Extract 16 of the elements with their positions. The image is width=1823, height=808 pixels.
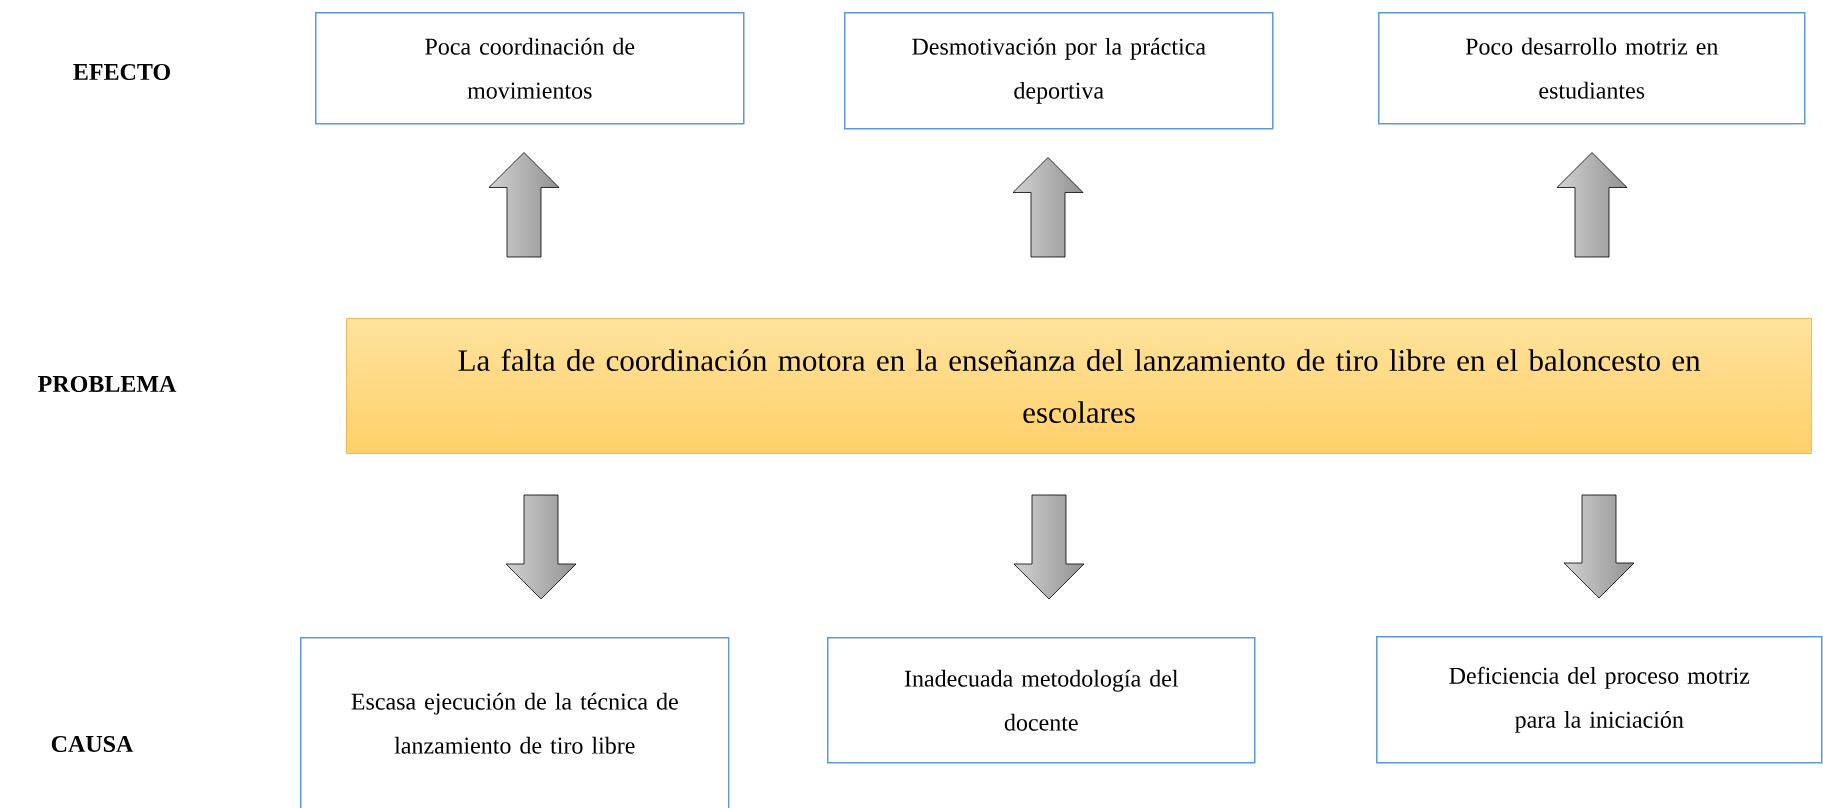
block-arrow [488,152,560,258]
block-arrow [1563,494,1635,599]
text-box: Poco desarrollo motriz en estudiantes [1378,12,1806,125]
text-box: Deficiencia del proceso motriz para la iniciación [1376,636,1823,764]
block-arrow [1556,152,1628,258]
block-arrow [1012,157,1084,258]
problem-box: La falta de coordinación motora en la enseñanza del lanzamiento de tiro libre en el baloncesto en escolares [346,318,1812,454]
block-arrow [1013,494,1085,600]
text-box: Desmotivación por la práctica deportiva [844,12,1274,130]
row-label: CAUSA [51,735,134,753]
block-arrow [505,494,577,600]
text-box: Escasa ejecución de la técnica de lanzamiento de tiro libre [300,637,730,808]
text-box: Poca coordinación de movimientos [315,12,745,125]
row-label: EFECTO [73,63,170,81]
text-box: Inadecuada metodología del docente [827,637,1256,764]
row-label: PROBLEMA [38,375,177,393]
